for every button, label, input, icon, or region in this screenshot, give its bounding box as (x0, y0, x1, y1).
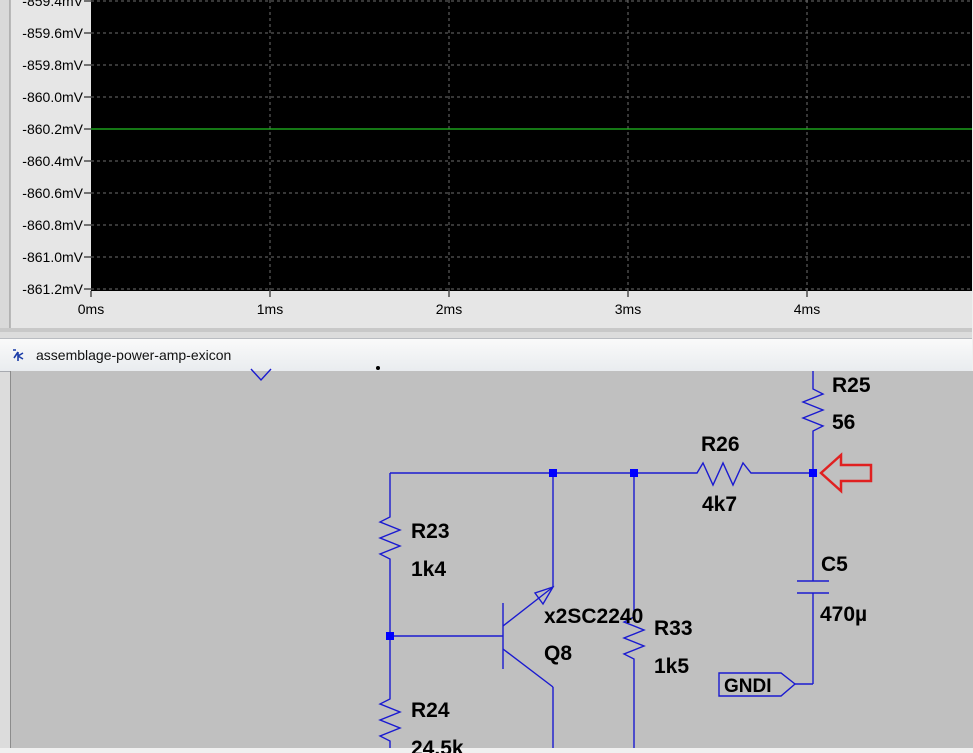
r25-name: R25 (832, 374, 871, 397)
r24-value: 24.5k (411, 737, 464, 753)
schematic-canvas[interactable]: GNDI R25 56 R26 4k7 R23 1k4 C5 470µ x2SC… (10, 366, 973, 753)
r24-name: R24 (411, 699, 450, 722)
pane-separator[interactable] (0, 328, 972, 332)
gndi-net-flag[interactable]: GNDI (718, 672, 797, 697)
r26-symbol[interactable] (691, 461, 755, 487)
y-tick-label: -859.6mV (22, 25, 83, 41)
y-tick-label: -859.8mV (22, 57, 83, 73)
schematic-window[interactable]: assemblage-power-amp-exicon (0, 332, 973, 753)
y-tick-label: -860.8mV (22, 217, 83, 233)
r23-name: R23 (411, 520, 450, 543)
x-tick-label: 4ms (794, 301, 820, 317)
junction-dots (386, 469, 817, 640)
y-tick-label: -859.4mV (22, 0, 83, 9)
y-tick-label: -860.6mV (22, 185, 83, 201)
r33-symbol[interactable] (622, 611, 646, 676)
x-tick-label: 1ms (257, 301, 283, 317)
r23-value: 1k4 (411, 558, 446, 581)
x-tick-label: 0ms (78, 301, 104, 317)
c5-name: C5 (821, 553, 848, 576)
r26-value: 4k7 (702, 493, 737, 516)
waveform-plot[interactable]: -859.4mV -859.6mV -859.8mV -860.0mV -860.2mV… (0, 0, 972, 328)
r33-name: R33 (654, 617, 693, 640)
r33-value: 1k5 (654, 655, 689, 678)
y-tick-label: -860.4mV (22, 153, 83, 169)
q8-name: Q8 (544, 642, 572, 665)
x-tick-label: 3ms (615, 301, 641, 317)
r23-symbol[interactable] (378, 511, 402, 576)
schematic-titlebar[interactable]: assemblage-power-amp-exicon (0, 338, 972, 372)
schematic-drawing[interactable]: GNDI R25 56 R26 4k7 R23 1k4 C5 470µ x2SC… (11, 366, 973, 753)
y-tick-label: -861.2mV (22, 281, 83, 297)
offscreen-dot (376, 366, 380, 370)
q8-model: x2SC2240 (544, 605, 643, 628)
q8-symbol[interactable] (502, 585, 555, 748)
schematic-icon (13, 349, 24, 361)
c5-symbol[interactable] (797, 580, 829, 594)
x-tick-label: 2ms (436, 301, 462, 317)
plot-area[interactable] (91, 0, 972, 291)
svg-text:GNDI: GNDI (724, 676, 772, 697)
r25-value: 56 (832, 411, 855, 434)
c5-value: 470µ (820, 603, 867, 626)
probe-arrow-marker (819, 452, 873, 494)
r26-name: R26 (701, 433, 740, 456)
waveform-pane[interactable]: -859.4mV -859.6mV -859.8mV -860.0mV -860.2mV… (0, 0, 972, 328)
y-tick-label: -860.2mV (22, 121, 83, 137)
r24-symbol[interactable] (378, 693, 402, 748)
y-tick-label: -860.0mV (22, 89, 83, 105)
y-tick-label: -861.0mV (22, 249, 83, 265)
offscreen-component-fragment (250, 368, 272, 382)
r25-symbol[interactable] (801, 385, 825, 433)
window-title: assemblage-power-amp-exicon (36, 347, 232, 363)
